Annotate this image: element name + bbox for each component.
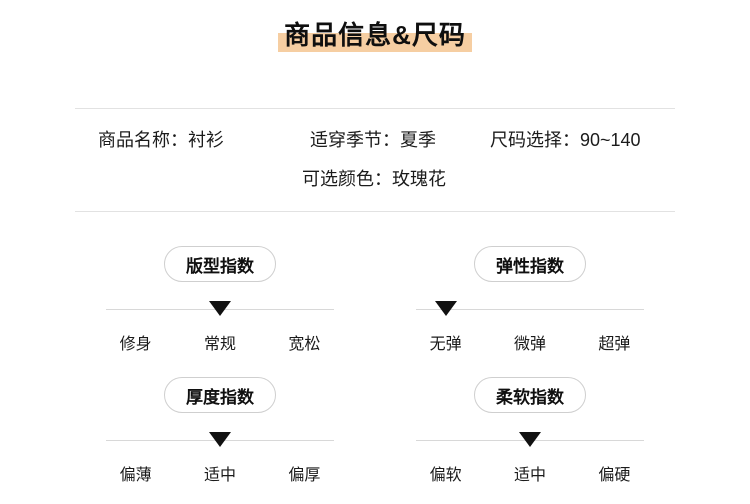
indicator-grid: 版型指数 修身 常规 宽松 弹性指数 无弹 微弹 超弹	[0, 246, 750, 484]
level-labels: 偏软 适中 偏硬	[416, 461, 644, 484]
field-size-range: 尺码选择：90~140	[490, 128, 641, 152]
level-label: 微弹	[513, 336, 547, 353]
title-row: 商品信息&尺码	[0, 18, 750, 52]
indicator-thickness: 厚度指数 偏薄 适中 偏厚	[106, 377, 334, 484]
field-label: 商品名称：	[98, 130, 188, 150]
indicator-softness: 柔软指数 偏软 适中 偏硬	[416, 377, 644, 484]
field-color-options: 可选颜色：玫瑰花	[302, 167, 446, 191]
page-title: 商品信息&尺码	[284, 20, 466, 50]
field-value: 90~140	[580, 130, 641, 150]
divider-bottom	[75, 211, 675, 212]
level-label: 宽松	[288, 336, 321, 353]
selected-level-arrow-icon	[209, 301, 231, 316]
scale-line	[416, 309, 644, 310]
divider-top	[75, 108, 675, 109]
indicator-scale	[106, 300, 334, 317]
selected-level-arrow-icon	[434, 301, 457, 316]
level-labels: 无弹 微弹 超弹	[416, 330, 644, 353]
field-season: 适穿季节：夏季	[310, 128, 436, 152]
level-label: 超弹	[598, 336, 631, 353]
level-label: 无弹	[429, 336, 462, 353]
field-value: 衬衫	[188, 130, 224, 150]
title-highlight-bar	[278, 33, 472, 52]
field-value: 夏季	[400, 130, 436, 150]
page-title-wrap: 商品信息&尺码	[278, 18, 472, 52]
level-label: 修身	[119, 336, 152, 353]
indicator-fit: 版型指数 修身 常规 宽松	[106, 246, 334, 353]
field-product-name: 商品名称：衬衫	[98, 128, 224, 152]
level-label: 偏厚	[288, 467, 321, 484]
indicator-scale	[416, 431, 644, 448]
indicator-title-pill: 厚度指数	[164, 377, 276, 413]
indicator-title-pill: 柔软指数	[474, 377, 586, 413]
level-labels: 偏薄 适中 偏厚	[106, 461, 334, 484]
level-label: 常规	[203, 336, 237, 353]
indicator-scale	[106, 431, 334, 448]
selected-level-arrow-icon	[209, 432, 231, 447]
level-label: 偏软	[429, 467, 462, 484]
level-label: 适中	[203, 467, 237, 484]
level-labels: 修身 常规 宽松	[106, 330, 334, 353]
level-label: 适中	[513, 467, 547, 484]
field-label: 适穿季节：	[310, 130, 400, 150]
selected-level-arrow-icon	[519, 432, 541, 447]
indicator-elasticity: 弹性指数 无弹 微弹 超弹	[416, 246, 644, 353]
field-value: 玫瑰花	[392, 169, 446, 189]
indicator-title-pill: 弹性指数	[474, 246, 586, 282]
field-label: 可选颜色：	[302, 169, 392, 189]
indicator-title-pill: 版型指数	[164, 246, 276, 282]
indicator-scale	[416, 300, 644, 317]
level-label: 偏硬	[598, 467, 631, 484]
field-label: 尺码选择：	[490, 130, 580, 150]
level-label: 偏薄	[119, 467, 152, 484]
